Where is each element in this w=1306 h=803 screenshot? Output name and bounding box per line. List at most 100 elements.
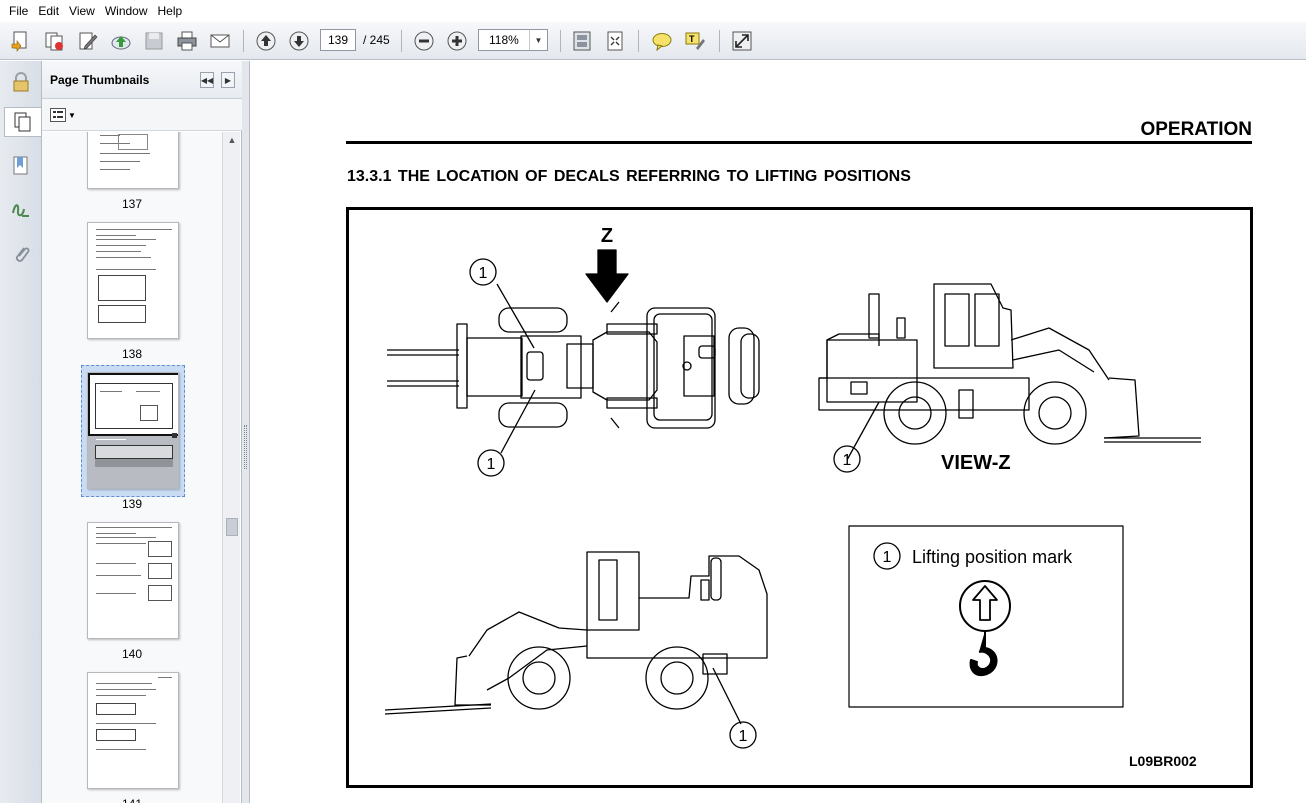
thumbnail-label-141: 141 (42, 797, 222, 803)
bookmarks-tab[interactable] (6, 151, 36, 181)
edit-document-button[interactable] (75, 28, 101, 54)
create-pdf-button[interactable] (8, 28, 34, 54)
top-view-drawing (387, 301, 760, 429)
thumbnail-page-141[interactable] (87, 672, 179, 789)
z-view-arrow (585, 249, 629, 303)
thumbnail-page-139[interactable] (87, 372, 179, 489)
email-button[interactable] (207, 28, 233, 54)
thumbnail-page-140[interactable] (87, 522, 179, 639)
zoom-value: 118% (489, 33, 519, 47)
thumbnail-page-138[interactable] (87, 222, 179, 339)
callout-1-bottom: 1 (487, 456, 496, 473)
menu-help[interactable]: Help (157, 4, 183, 18)
fit-page-button[interactable] (569, 28, 595, 54)
menu-window[interactable]: Window (104, 4, 148, 18)
highlighter-icon: T (685, 32, 705, 50)
legend-box (848, 525, 1124, 708)
figure-code: L09BR002 (1129, 753, 1197, 769)
options-chevron-icon: ▼ (68, 110, 76, 120)
plus-icon (447, 31, 467, 51)
thumbnail-label-140: 140 (121, 647, 143, 661)
paperclip-icon (15, 247, 30, 262)
thumbnails-toolbar: ▼ (42, 99, 242, 131)
highlight-text-button[interactable]: T (682, 28, 708, 54)
z-label: Z (601, 225, 613, 247)
callout-1-top: 1 (479, 265, 488, 282)
thumbnail-label-139: 139 (121, 497, 143, 511)
expand-arrows-icon (732, 31, 752, 51)
comment-button[interactable] (649, 28, 675, 54)
fit-width-button[interactable] (602, 28, 628, 54)
create-pdf-icon (11, 31, 27, 52)
floppy-disk-icon (145, 32, 163, 50)
panel-splitter[interactable] (242, 61, 250, 803)
thumbnail-options-button[interactable]: ▼ (50, 107, 76, 123)
thumbnail-label-138: 138 (121, 347, 143, 361)
attachments-tab[interactable] (6, 239, 36, 269)
thumbnail-page-137[interactable] (87, 132, 179, 189)
zoom-in-button[interactable] (444, 28, 470, 54)
security-tab[interactable] (6, 67, 36, 97)
menu-bar: File Edit View Window Help (0, 0, 1306, 22)
side-view-right-drawing (818, 283, 1201, 445)
scroll-up-arrow[interactable]: ▲ (227, 135, 237, 145)
previous-page-button[interactable] (253, 28, 279, 54)
side-view-left-drawing (384, 551, 768, 715)
combine-files-icon (45, 32, 63, 51)
fit-page-icon (573, 31, 591, 51)
lock-icon (13, 72, 29, 92)
expand-button[interactable] (729, 28, 755, 54)
document-view: OPERATION 13.3.1 THE LOCATION OF DECALS … (250, 61, 1306, 803)
thumbnail-label-137: 137 (121, 197, 143, 211)
speech-bubble-icon (652, 33, 672, 52)
thumbnails-scrollbar[interactable]: ▲ (222, 132, 240, 803)
signatures-tab[interactable] (6, 195, 36, 225)
chevron-down-icon[interactable]: ▼ (529, 30, 547, 50)
zoom-select[interactable]: 118% ▼ (478, 29, 548, 51)
print-button[interactable] (174, 28, 200, 54)
callout-1-view-z: 1 (843, 452, 852, 469)
scrollbar-thumb[interactable] (226, 518, 238, 536)
minus-icon (414, 31, 434, 51)
cloud-upload-icon (111, 36, 131, 50)
toolbar: T (0, 22, 1306, 60)
printer-icon (177, 31, 197, 51)
arrow-up-icon (256, 31, 276, 51)
thumbnails-list: 137 138 139 (42, 132, 222, 803)
svg-text:T: T (689, 34, 695, 44)
zoom-out-button[interactable] (411, 28, 437, 54)
bookmark-icon (13, 156, 28, 175)
arrow-down-icon (289, 31, 309, 51)
page-total: / 245 (363, 33, 390, 47)
page-number-input[interactable]: 139 (320, 29, 356, 51)
page-header: OPERATION (1140, 119, 1252, 140)
menu-view[interactable]: View (69, 4, 95, 18)
navigation-pane (0, 61, 42, 803)
signature-icon (12, 204, 29, 217)
fit-width-icon (607, 31, 623, 51)
collapse-panel-button[interactable]: ◀◀ (200, 72, 214, 88)
menu-file[interactable]: File (9, 4, 29, 18)
pencil-icon (79, 32, 98, 50)
envelope-icon (210, 34, 230, 48)
legend-text: Lifting position mark (912, 547, 1073, 567)
loader-diagram: Z 1 1 1 1 1 VIEW-Z Lifting position mark… (384, 225, 1201, 769)
combine-files-button[interactable] (41, 28, 67, 54)
thumbnails-panel-header: Page Thumbnails ◀◀ ▶ (42, 61, 242, 99)
header-rule (346, 141, 1252, 144)
save-button[interactable] (141, 28, 167, 54)
upload-button[interactable] (108, 28, 134, 54)
options-list-icon (50, 108, 66, 122)
callout-1-side: 1 (739, 728, 748, 745)
view-z-label: VIEW-Z (941, 452, 1011, 474)
thumbnails-panel-title: Page Thumbnails (50, 73, 150, 87)
figure-box: Z 1 1 1 1 1 VIEW-Z Lifting position mark… (346, 207, 1253, 788)
panel-menu-button[interactable]: ▶ (221, 72, 235, 88)
menu-edit[interactable]: Edit (38, 4, 60, 18)
section-title: 13.3.1 THE LOCATION OF DECALS REFERRING … (347, 168, 911, 185)
callout-1-legend: 1 (883, 549, 892, 566)
pages-icon (14, 112, 31, 132)
thumbnails-panel: Page Thumbnails ◀◀ ▶ ▼ 137 (42, 61, 242, 803)
next-page-button[interactable] (286, 28, 312, 54)
page-thumbnails-tab[interactable] (4, 107, 41, 137)
